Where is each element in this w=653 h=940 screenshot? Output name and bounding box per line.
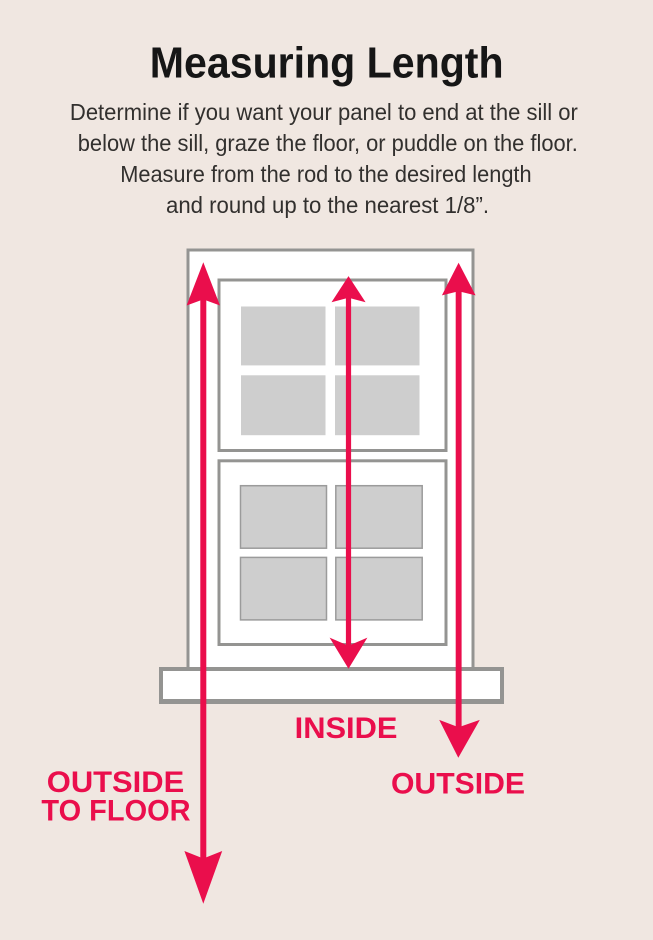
svg-text:Measuring Length: Measuring Length [150,39,504,87]
svg-text:Determine if you want your pan: Determine if you want your panel to end … [70,98,578,125]
svg-text:INSIDE: INSIDE [295,713,398,745]
svg-text:below the sill, graze the floo: below the sill, graze the floor, or pudd… [78,129,578,156]
svg-text:OUTSIDE: OUTSIDE [391,768,525,801]
svg-text:and round up to the nearest 1/: and round up to the nearest 1/8”. [166,191,489,218]
svg-text:Measure from the rod to the de: Measure from the rod to the desired leng… [120,160,531,187]
svg-text:OUTSIDE: OUTSIDE [47,767,185,799]
svg-text:TO FLOOR: TO FLOOR [41,795,190,827]
